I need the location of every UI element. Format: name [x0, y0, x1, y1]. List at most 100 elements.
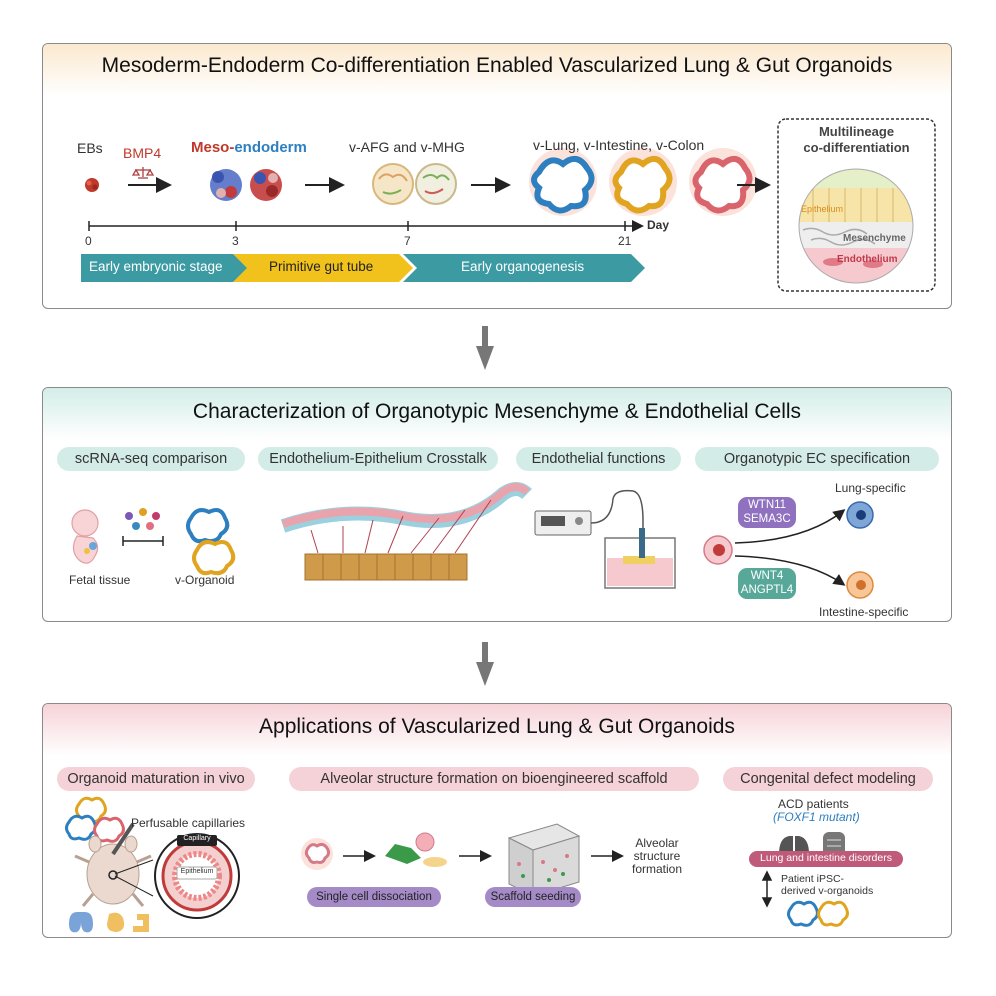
- endoderm-text: endoderm: [234, 139, 307, 156]
- tick-0: 0: [85, 234, 92, 248]
- v-organoid-label: v-Organoid: [175, 573, 235, 587]
- perfusable-label: Perfusable capillaries: [131, 816, 246, 830]
- gene-wtn11: WTN11: [747, 499, 787, 511]
- meso-endoderm-label: Meso-endoderm: [191, 139, 307, 156]
- epithelium-label: Epithelium: [180, 868, 214, 875]
- layer-endothelium: Endothelium: [837, 254, 898, 265]
- single-cells-icon: [385, 832, 447, 867]
- pill-maturation: Organoid maturation in vivo: [57, 767, 255, 791]
- intestine-genes-tag: WNT4 ANGPTL4: [738, 568, 796, 599]
- v-organoid-icons: [186, 508, 236, 576]
- panel-title: Applications of Vascularized Lung & Gut …: [259, 715, 735, 738]
- organoid-icons: [65, 796, 125, 843]
- bidirectional-arrow: [761, 870, 773, 908]
- v-lung-organoid-icon: [529, 148, 597, 216]
- single-cell-pill: Single cell dissociation: [307, 887, 441, 907]
- foxf1-text: FOXF1 mutant: [777, 810, 856, 824]
- panel3-graphics: [65, 796, 903, 933]
- alveolar-line-2: structure: [633, 849, 681, 863]
- panel-header-band: [43, 44, 951, 96]
- panel1-graphics: [81, 118, 936, 292]
- source-ec-cell-icon: [703, 535, 733, 565]
- down-arrow-1-icon: [476, 326, 494, 370]
- patient-ipsc-label: Patient iPSC- derived v-organoids: [781, 873, 873, 897]
- intestine-ec-cell-icon: [846, 571, 874, 599]
- alveolar-formation-label: Alveolar structure formation: [629, 837, 685, 876]
- meso-endoderm-cells-icon: [210, 169, 282, 201]
- tick-7: 7: [404, 234, 411, 248]
- gene-sema3c: SEMA3C: [743, 513, 791, 525]
- crosstalk-lines: [310, 499, 492, 554]
- panel2-graphics: [71, 482, 874, 599]
- phase-early-organogenesis: [403, 254, 645, 282]
- phase-primitive-gut: [233, 254, 413, 282]
- gene-wnt4: WNT4: [750, 570, 784, 582]
- patient-organoids-icon: [787, 900, 849, 927]
- callout-line-2: [114, 875, 154, 897]
- panel-header-band: [43, 704, 951, 756]
- organoid-dissociation-icon: [301, 838, 333, 870]
- capillary-magnified-icon: [154, 833, 240, 919]
- foxf1-label: (FOXF1 mutant): [773, 810, 860, 824]
- ebs-label: EBs: [77, 140, 103, 156]
- pill-crosstalk: Endothelium-Epithelium Crosstalk: [258, 447, 498, 471]
- stage2-label: v-AFG and v-MHG: [349, 139, 465, 155]
- panel-characterization: Characterization of Organotypic Mesenchy…: [42, 387, 952, 622]
- lung-genes-tag: WTN11 SEMA3C: [738, 497, 796, 528]
- timeline-axis: [88, 220, 644, 232]
- lung-specific-label: Lung-specific: [835, 481, 906, 495]
- bmp4-scale-icon: [131, 167, 155, 179]
- intestine-specific-label: Intestine-specific: [819, 605, 909, 619]
- injection-needle: [111, 822, 135, 856]
- pill-congenital: Congenital defect modeling: [723, 767, 933, 791]
- v-colon-organoid-icon: [689, 148, 757, 216]
- v-intestine-organoid-icon: [609, 148, 677, 216]
- box-title-2: co-differentiation: [803, 140, 910, 155]
- tick-3: 3: [232, 234, 239, 248]
- patient-line-1: Patient iPSC-: [781, 873, 845, 885]
- fetus-icon: [71, 509, 99, 564]
- arrow-lung: [734, 509, 846, 544]
- callout-line-1: [114, 859, 154, 875]
- sc-dots-icon: [125, 508, 160, 530]
- layer-epithelium: Epithelium: [801, 204, 844, 214]
- capillary-label: Capillary: [183, 835, 211, 842]
- panel-title: Mesoderm-Endoderm Co-differentiation Ena…: [101, 54, 893, 77]
- scaffold-seeding-pill: Scaffold seeding: [485, 887, 581, 907]
- meso-text: Meso-: [191, 139, 235, 156]
- tissue-layers-icon: [798, 168, 914, 284]
- day-label: Day: [647, 218, 670, 232]
- scaffold-cube-icon: [507, 823, 581, 897]
- alveolar-line-1: Alveolar: [635, 836, 679, 850]
- layer-mesenchyme: Mesenchyme: [843, 233, 906, 244]
- mouse-icon: [74, 835, 152, 907]
- organ-icons: [69, 912, 149, 933]
- disorders-label: Lung and intestine disorders: [760, 852, 892, 864]
- panel-codifferentiation: Mesoderm-Endoderm Co-differentiation Ena…: [42, 43, 952, 309]
- box-title-1: Multilineage: [818, 124, 895, 139]
- perfusion-device-icon: [534, 489, 676, 589]
- vafg-vmhg-organoids-icon: [372, 163, 457, 205]
- down-arrow-2-icon: [476, 642, 494, 686]
- patient-line-2: derived v-organoids: [781, 885, 874, 897]
- phase-label-3: Early organogenesis: [461, 259, 585, 274]
- panel-applications: Applications of Vascularized Lung & Gut …: [42, 703, 952, 938]
- panel-title: Characterization of Organotypic Mesenchy…: [192, 400, 802, 423]
- epithelium-cells-icon: [304, 553, 468, 581]
- acd-patients-label: ACD patients: [778, 797, 849, 811]
- pill-endothelial-functions: Endothelial functions: [516, 447, 681, 471]
- tick-21: 21: [618, 234, 632, 248]
- gene-angptl4: ANGPTL4: [740, 584, 794, 596]
- endothelium-vessel-icon: [280, 482, 532, 533]
- fetal-tissue-label: Fetal tissue: [69, 573, 131, 587]
- arrow-intestine: [734, 555, 846, 586]
- lung-ec-cell-icon: [846, 501, 874, 529]
- eb-cell-icon: [85, 178, 99, 192]
- stage3-label: v-Lung, v-Intestine, v-Colon: [533, 137, 705, 153]
- panel-header-band: [43, 388, 951, 440]
- pill-scrna: scRNA-seq comparison: [57, 447, 245, 471]
- phase-label-1: Early embryonic stage: [89, 259, 223, 274]
- phase-early-embryonic: [81, 254, 257, 282]
- pill-ec-specification: Organotypic EC specification: [695, 447, 939, 471]
- bmp4-label: BMP4: [123, 145, 162, 161]
